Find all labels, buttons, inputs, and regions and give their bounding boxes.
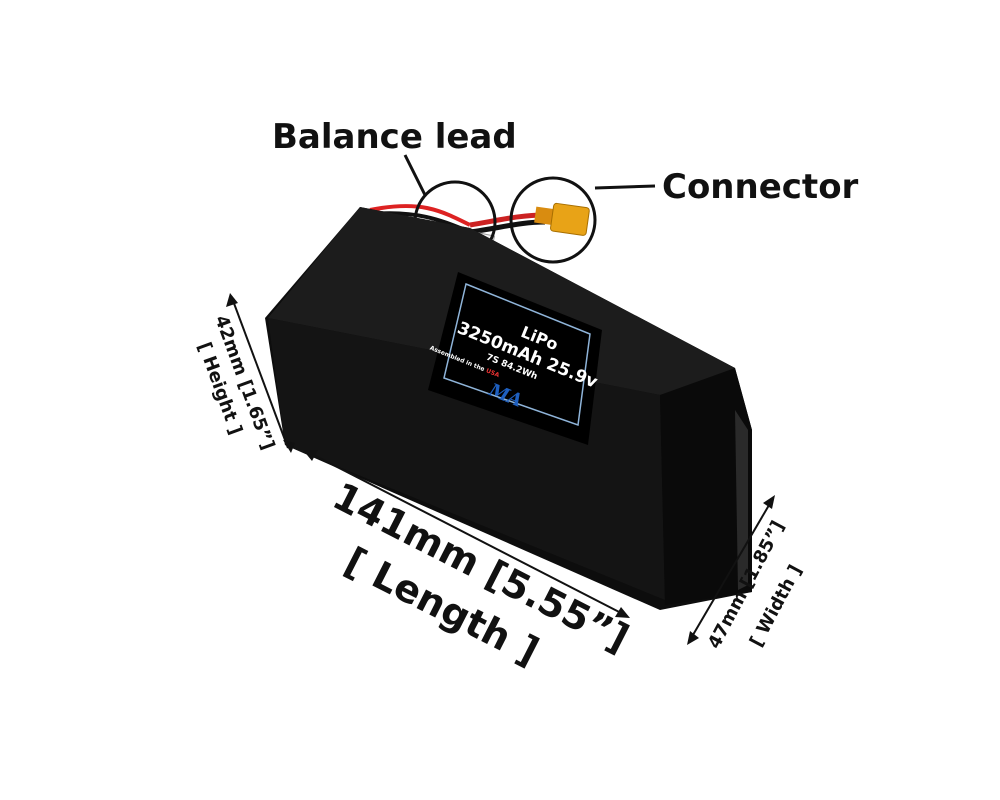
balance-lead-callout: Balance lead [272,117,517,157]
label-country: USA [485,367,501,379]
connector-highlight [509,176,597,264]
balance-lead-leader [403,154,427,196]
connector-leader [594,184,656,190]
connector-callout: Connector [662,167,859,207]
battery-label: LiPo 3250mAh 25.9v 7S 84.2Wh Assembled i… [428,272,602,445]
xt-connector [534,202,590,236]
